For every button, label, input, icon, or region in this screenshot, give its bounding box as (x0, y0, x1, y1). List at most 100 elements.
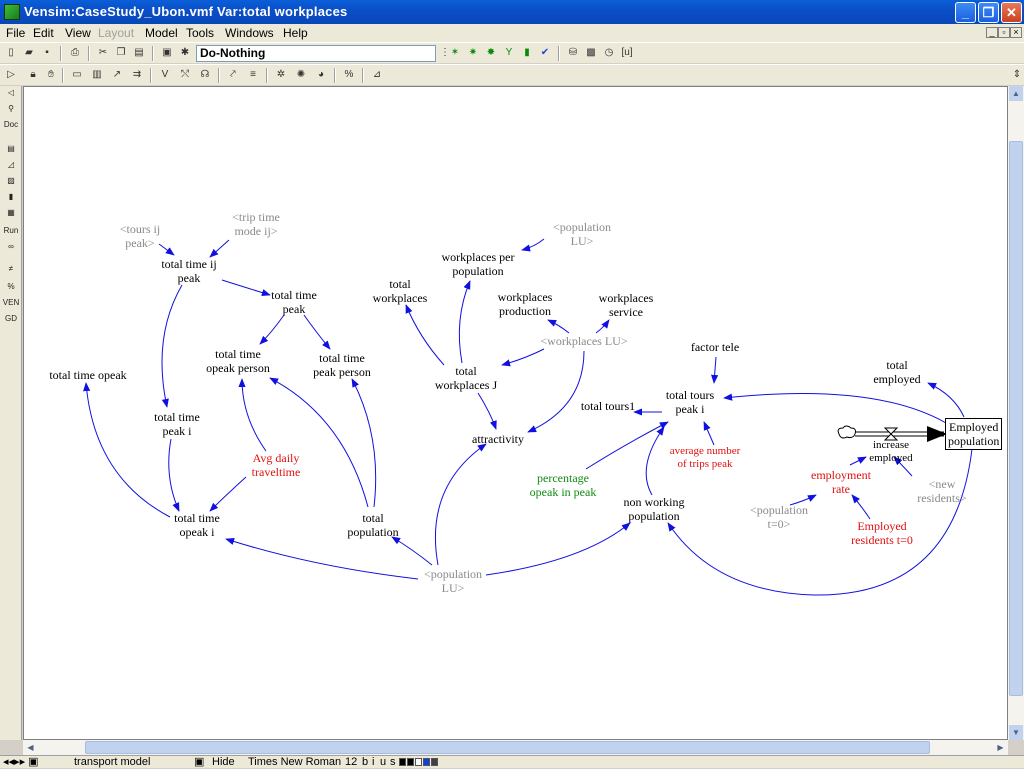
save-icon[interactable]: ▪ (45, 47, 49, 58)
link-time-peak-to-peak-person[interactable] (303, 314, 331, 350)
rate-tool-icon[interactable]: ⇉ (132, 69, 142, 80)
variable-increase-employed[interactable]: increase employed (869, 439, 913, 464)
mdi-minimize-icon[interactable]: _ (986, 27, 998, 38)
variable-population-lu-bottom[interactable]: <population LU> (423, 567, 483, 595)
horizontal-scrollbar[interactable]: ◀ ▶ (23, 740, 1008, 755)
close-button[interactable]: ✕ (1001, 2, 1022, 23)
variable-total-time-opeak-person[interactable]: total time opeak person (206, 347, 270, 375)
scroll-right-icon[interactable]: ▶ (997, 743, 1004, 752)
link-factor-tele-to-tours[interactable] (711, 356, 719, 384)
variable-employment-rate[interactable]: employment rate (811, 468, 871, 496)
gaming-icon[interactable]: ✸ (486, 47, 496, 58)
link-total-workplaces-j-to-total[interactable] (405, 304, 445, 366)
variable-total-workplaces[interactable]: total workplaces (372, 277, 428, 305)
link-total-workplaces-j-to-per-pop[interactable] (458, 280, 471, 364)
color-swatch[interactable] (415, 758, 422, 767)
variable-factor-tele[interactable]: factor tele (690, 340, 740, 354)
model-analysis-icon[interactable]: % (7, 282, 15, 291)
shadow-variable-icon[interactable]: V (161, 69, 169, 80)
link-workplaces-lu-to-service[interactable] (595, 319, 610, 334)
link-workplaces-lu-to-production[interactable] (547, 319, 570, 334)
control-panel-icon[interactable]: ▩ (586, 47, 596, 58)
view-name[interactable]: transport model (74, 756, 151, 768)
style-bold[interactable]: b (362, 756, 369, 768)
menu-tools[interactable]: Tools (186, 26, 215, 40)
variable-total-time-peak-person[interactable]: total time peak person (313, 351, 371, 379)
link-workplaces-lu-to-j[interactable] (501, 348, 545, 367)
menu-windows[interactable]: Windows (225, 26, 274, 40)
link-non-working-to-tours[interactable] (645, 426, 665, 496)
link-new-residents-to-increase[interactable] (893, 456, 913, 477)
venapp-icon[interactable]: VEN (2, 298, 20, 307)
variable-percentage-opeak-in-peak[interactable]: percentage opeak in peak (529, 471, 597, 499)
variable-total-time-opeak-i[interactable]: total time opeak i (174, 511, 220, 539)
link-avg-daily-to-opeak-i[interactable] (209, 476, 247, 512)
strip-graph-icon[interactable]: ▨ (7, 176, 15, 185)
link-employed-pop-to-total-employed[interactable] (927, 382, 965, 418)
vertical-scroll-thumb[interactable] (1009, 141, 1023, 696)
mdi-restore-icon[interactable]: ▫ (998, 27, 1010, 38)
link-employment-rate-to-increase[interactable] (849, 456, 867, 466)
link-workplaces-lu-to-attractivity[interactable] (527, 350, 585, 433)
link-trip-time-to-total-time-ij[interactable] (209, 239, 230, 258)
variable-total-time-opeak[interactable]: total time opeak (49, 368, 127, 382)
sketch-comment-icon[interactable]: ☊ (200, 69, 210, 80)
variable-total-time-peak[interactable]: total time peak (271, 288, 317, 316)
document-icon[interactable]: Doc (3, 120, 19, 129)
font-name[interactable]: Times New Roman (248, 756, 342, 768)
variable-total-workplaces-j[interactable]: total workplaces J (434, 364, 498, 392)
bar-graph-icon[interactable]: ▮ (8, 192, 14, 201)
link-total-pop-to-opeak-person[interactable] (269, 377, 369, 508)
timer-icon[interactable]: ◷ (604, 47, 614, 58)
uses-tree-icon[interactable]: ⚲ (8, 104, 14, 113)
link-population-to-opeak-i[interactable] (225, 538, 419, 580)
style-italic[interactable]: i (372, 756, 375, 768)
menu-model[interactable]: Model (145, 26, 178, 40)
link-workplaces-j-to-attractivity[interactable] (477, 392, 497, 430)
unhide-icon[interactable]: ⤤ (230, 69, 236, 80)
link-employed-pop-to-non-working[interactable] (667, 448, 973, 596)
reality-check-icon[interactable]: ✔ (540, 47, 550, 58)
sensitivity-icon[interactable]: Y (505, 47, 513, 58)
datasets-icon[interactable]: ⛁ (568, 47, 578, 58)
hide-icon[interactable]: ≡ (250, 69, 256, 80)
variable-new-residents[interactable]: <new residents> (917, 477, 967, 505)
variable-total-tours-peak-i[interactable]: total tours peak i (665, 388, 715, 416)
variable-total-time-ij-peak[interactable]: total time ij peak (161, 257, 217, 285)
variable-attractivity[interactable]: attractivity (472, 432, 524, 446)
link-tours-to-total-time-ij[interactable] (158, 243, 175, 256)
equations-icon[interactable]: ✺ (296, 69, 306, 80)
link-employed-pop-to-tours[interactable] (723, 393, 947, 424)
causes-strip-icon[interactable]: ▤ (7, 144, 15, 153)
view-nav-icons[interactable]: ◂◂▸▸ ▣ (3, 756, 39, 768)
color-swatches[interactable] (398, 756, 438, 769)
loops-icon[interactable]: ∞ (8, 242, 14, 251)
move-hand-icon[interactable]: ✋︎ (48, 69, 54, 80)
delete-icon[interactable]: ✲ (276, 69, 286, 80)
graph-icon[interactable]: ◿ (7, 160, 15, 169)
arrow-tool-icon[interactable]: ↗ (112, 69, 122, 80)
increase-employed-flow[interactable] (837, 425, 947, 442)
color-swatch[interactable] (431, 758, 438, 767)
variable-total-employed[interactable]: total employed (873, 358, 921, 386)
link-time-peak-to-opeak-person[interactable] (259, 314, 285, 345)
link-population-to-total-pop[interactable] (391, 536, 433, 566)
color-swatch[interactable] (399, 758, 406, 767)
link-opeak-i-to-total-time-opeak[interactable] (83, 382, 171, 518)
link-population-t0-to-rate[interactable] (789, 494, 817, 506)
variable-total-tours1[interactable]: total tours1 (580, 399, 636, 413)
mdi-close-icon[interactable]: × (1010, 27, 1022, 38)
variable-trip-time-mode-ij[interactable]: <trip time mode ij> (232, 210, 280, 238)
units-check-icon[interactable]: [u] (621, 47, 633, 58)
view-size-icon[interactable]: % (344, 69, 354, 80)
hide-toggle[interactable]: Hide (212, 756, 235, 768)
variable-population-t0[interactable]: <population t=0> (749, 503, 809, 531)
synthesim-icon[interactable]: ✷ (468, 47, 478, 58)
variable-total-population[interactable]: total population (347, 511, 399, 539)
variable-tool-icon[interactable]: ▷ (7, 69, 15, 80)
color-swatch[interactable] (423, 758, 430, 767)
link-peak-i-to-opeak-i[interactable] (168, 438, 180, 512)
simulate-icon[interactable]: ✶ (450, 47, 460, 58)
title-bar[interactable]: Vensim:CaseStudy_Ubon.vmf Var:total work… (0, 0, 1024, 24)
runs-compare-icon[interactable]: Run (3, 226, 19, 235)
